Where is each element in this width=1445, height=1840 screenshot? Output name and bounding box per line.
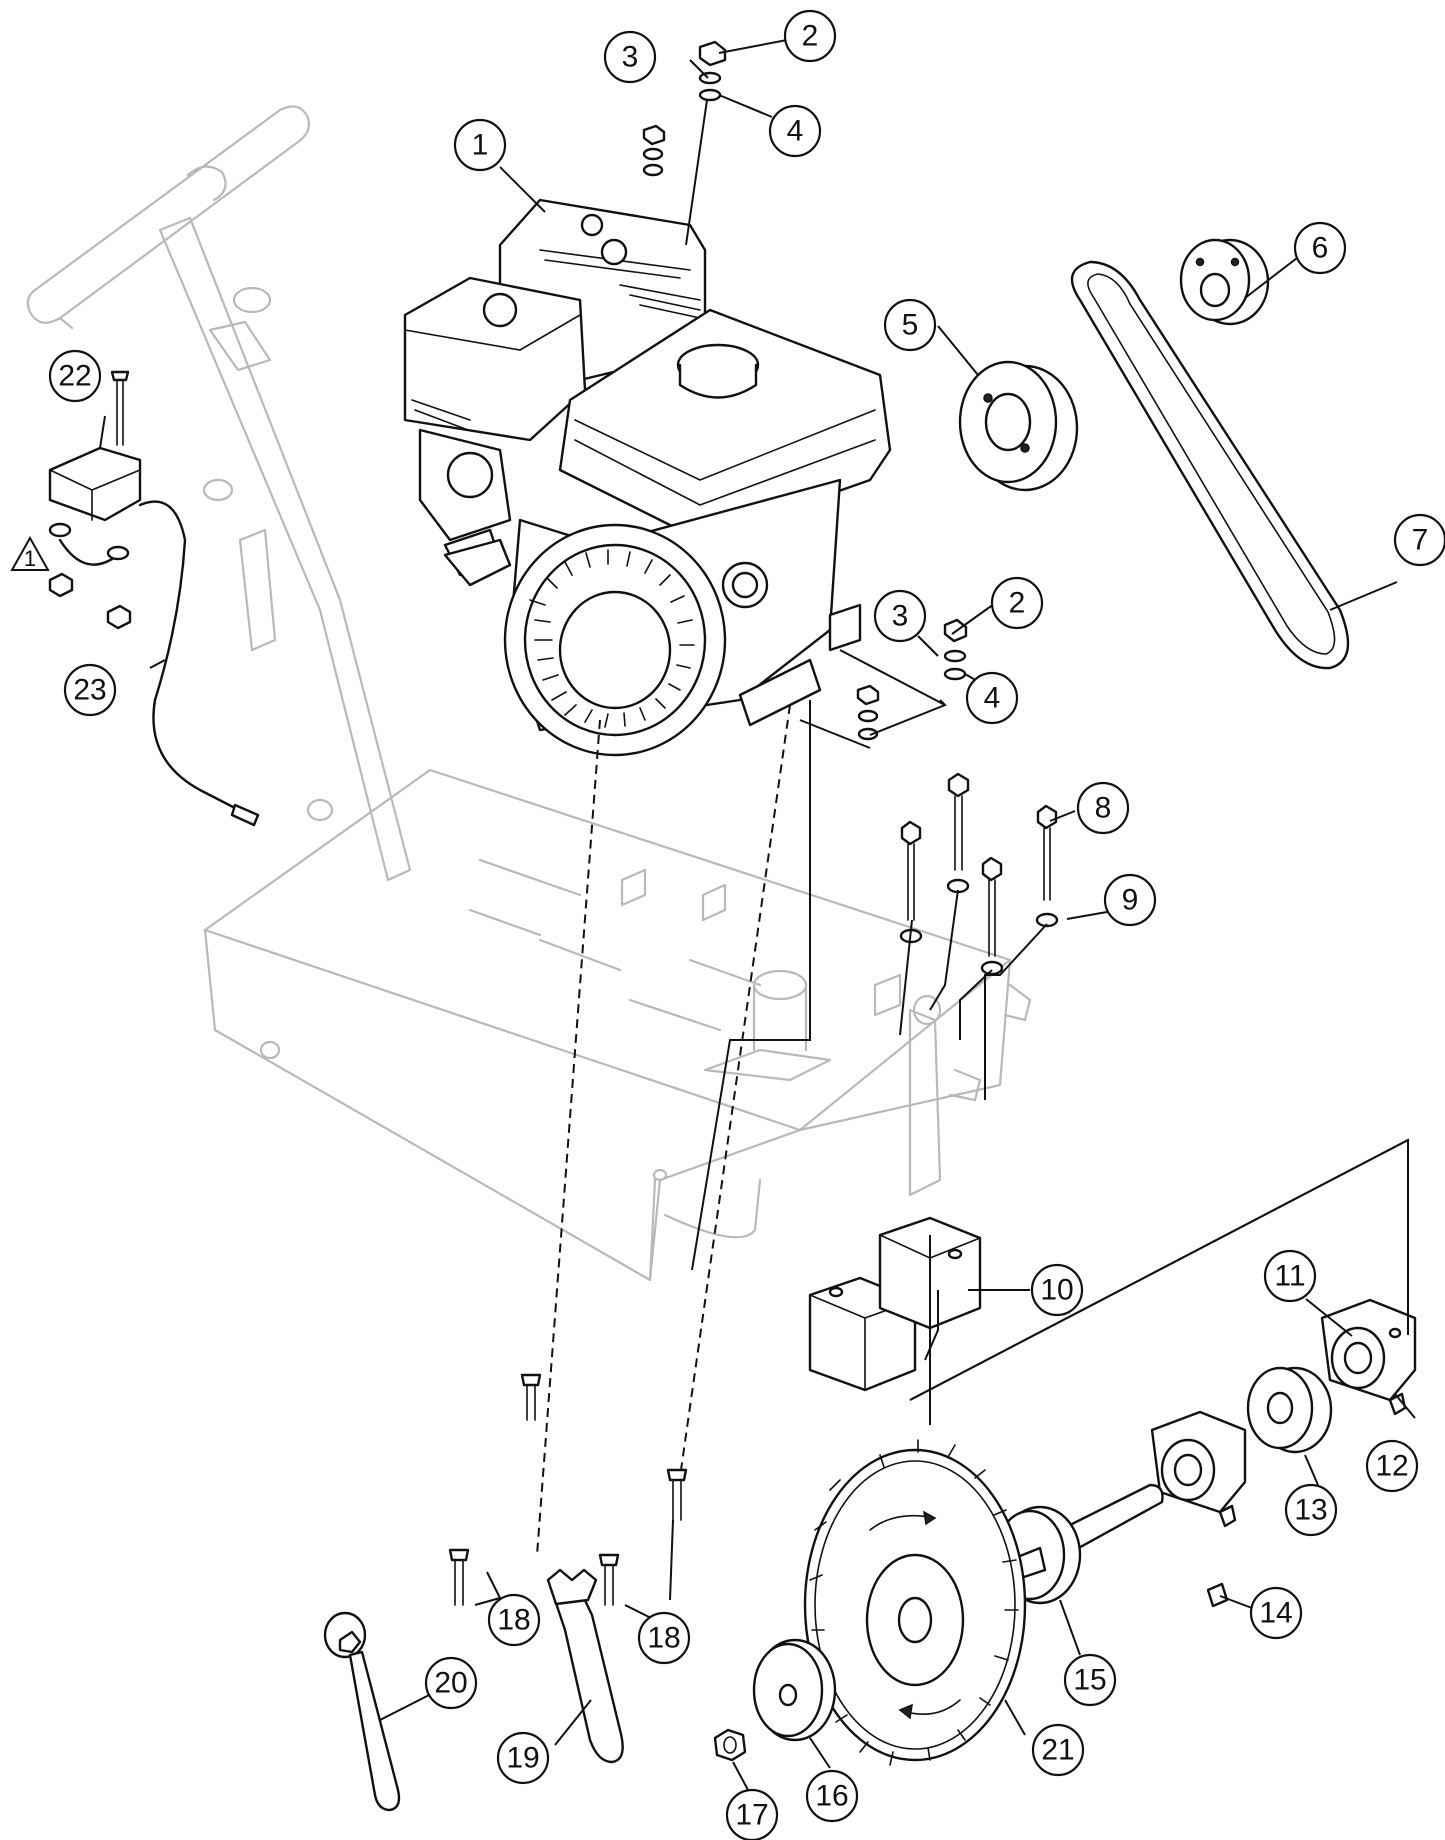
- callout-23: 23: [63, 663, 117, 717]
- callout-2-top-label: 2: [802, 20, 819, 53]
- v-belt: [1070, 260, 1350, 670]
- callout-6: 6: [1293, 221, 1347, 275]
- callout-21: 21: [1031, 1723, 1085, 1777]
- callout-7: 7: [1393, 513, 1445, 567]
- callout-4-top-label: 4: [787, 115, 804, 148]
- engine-top-hardware: [642, 40, 727, 177]
- callout-7-label: 7: [1412, 524, 1429, 557]
- open-end-wrench: [546, 1568, 624, 1764]
- callout-11: 11: [1263, 1249, 1317, 1303]
- callout-9: 9: [1103, 873, 1157, 927]
- callout-12: 12: [1365, 1439, 1419, 1493]
- callout-5-label: 5: [902, 309, 919, 342]
- arbor-nut: [713, 1728, 747, 1762]
- mount-bolts: [899, 772, 1059, 976]
- warning-triangle-label: 1: [24, 546, 36, 571]
- callout-3-side: 3: [873, 589, 927, 643]
- callout-20: 20: [424, 1656, 478, 1710]
- callout-11-label: 11: [1274, 1260, 1305, 1293]
- callout-21-label: 21: [1041, 1734, 1074, 1767]
- callout-18-left-label: 18: [497, 1604, 530, 1637]
- callout-17-label: 17: [735, 1799, 768, 1832]
- callout-5: 5: [883, 298, 937, 352]
- callout-4-side-label: 4: [984, 682, 1001, 715]
- mount-screws: [448, 1373, 688, 1606]
- callout-3-top-label: 3: [622, 41, 639, 74]
- callout-1: 1: [453, 118, 507, 172]
- callout-8-label: 8: [1095, 792, 1112, 825]
- callout-4-top: 4: [768, 104, 822, 158]
- callout-15: 15: [1063, 1653, 1117, 1707]
- callout-3-side-label: 3: [892, 600, 909, 633]
- callout-17: 17: [725, 1788, 779, 1840]
- callout-18-right-label: 18: [647, 1622, 680, 1655]
- callout-9-label: 9: [1122, 884, 1139, 917]
- diamond-blade: [803, 1439, 1027, 1766]
- callout-20-label: 20: [434, 1667, 467, 1700]
- box-end-wrench: [323, 1611, 401, 1812]
- spacer-blocks: [808, 1216, 982, 1392]
- kill-switch-wire: [138, 500, 260, 827]
- pillow-block-bearing: [1150, 1298, 1417, 1528]
- shaft-key: [1206, 1582, 1229, 1608]
- callout-23-label: 23: [73, 674, 106, 707]
- callout-16-label: 16: [815, 1780, 848, 1813]
- callout-15-label: 15: [1073, 1664, 1106, 1697]
- frame-ghost: [26, 105, 1032, 1282]
- engine-pulley: [958, 360, 1079, 492]
- arbor-pulley: [1246, 1366, 1333, 1454]
- callout-2-side: 2: [990, 576, 1044, 630]
- callout-6-label: 6: [1312, 232, 1329, 265]
- callout-13: 13: [1284, 1483, 1338, 1537]
- callout-4-side: 4: [965, 671, 1019, 725]
- callout-16: 16: [805, 1769, 859, 1823]
- taper-bushing: [1179, 238, 1270, 326]
- callout-1-label: 1: [472, 129, 489, 162]
- callout-18-right: 18: [637, 1611, 691, 1665]
- callout-22-label: 22: [58, 360, 91, 393]
- outer-flange: [752, 1638, 837, 1742]
- leader-lines: [99, 39, 1416, 1791]
- callout-10: 10: [1030, 1263, 1084, 1317]
- callout-3-top: 3: [603, 30, 657, 84]
- callout-8: 8: [1076, 781, 1130, 835]
- engine: [403, 198, 892, 757]
- callout-22: 22: [48, 349, 102, 403]
- callout-10-label: 10: [1040, 1274, 1073, 1307]
- callout-2-top: 2: [783, 9, 837, 63]
- callout-19-label: 19: [506, 1742, 539, 1775]
- callout-19: 19: [496, 1731, 550, 1785]
- callout-12-label: 12: [1375, 1450, 1408, 1483]
- callout-14-label: 14: [1259, 1597, 1292, 1630]
- kill-switch: [48, 370, 142, 630]
- callout-18-left: 18: [487, 1593, 541, 1647]
- warning-triangle-icon: 1: [10, 535, 50, 571]
- callout-13-label: 13: [1294, 1494, 1327, 1527]
- callout-14: 14: [1249, 1586, 1303, 1640]
- callout-2-side-label: 2: [1009, 587, 1026, 620]
